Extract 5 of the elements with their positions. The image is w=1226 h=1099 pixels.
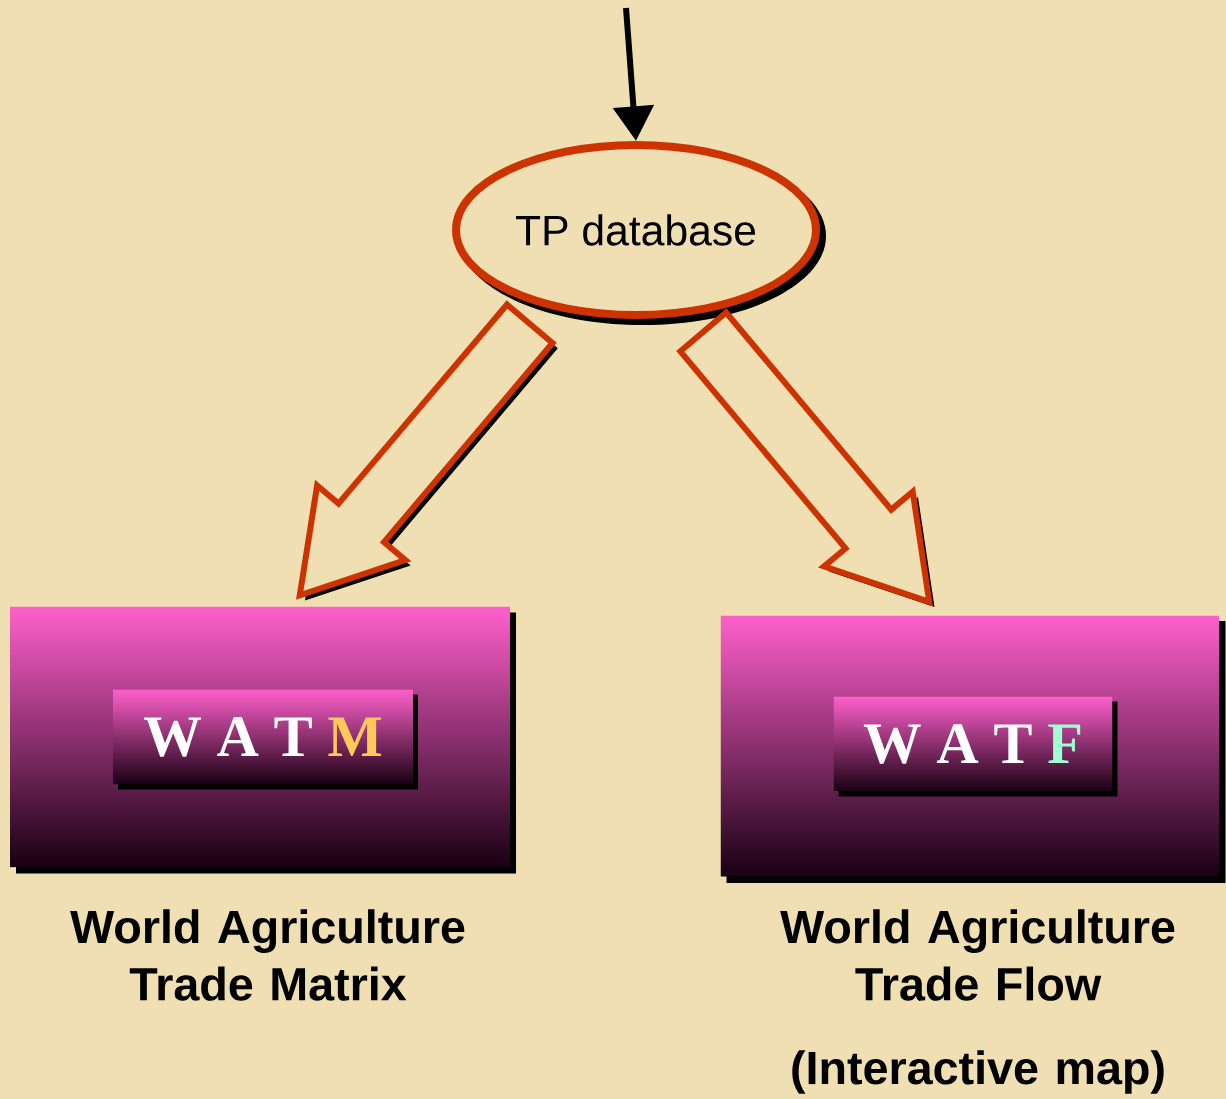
label-box: W A T F — [833, 696, 1118, 797]
caption-text: World Agriculture Trade Matrix — [70, 909, 465, 1001]
caption-text: World Agriculture Trade Flow — [780, 909, 1175, 1001]
label-box: W A T M — [113, 689, 418, 790]
caption-text: (Interactive map) — [792, 1050, 1164, 1094]
